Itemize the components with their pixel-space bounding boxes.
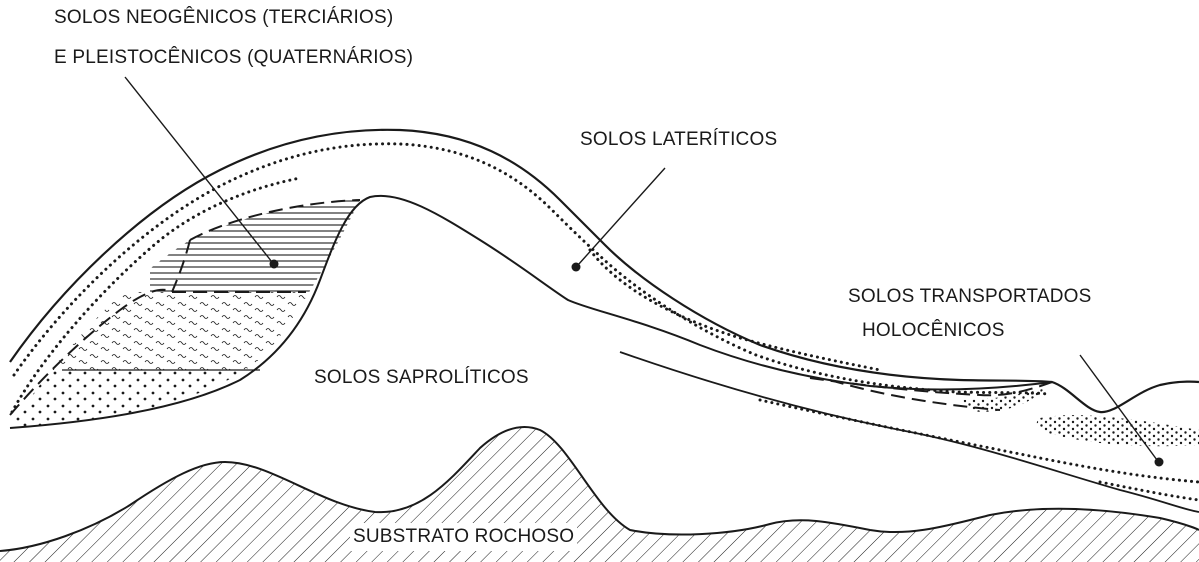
left-outer-base-dots — [10, 176, 302, 414]
label-bedrock: SUBSTRATO ROCHOSO — [350, 523, 578, 551]
bedrock-fill — [0, 426, 1199, 562]
outer-surface-line — [9, 128, 1199, 414]
lens-dotted-zone — [10, 370, 330, 428]
label-lateritic: SOLOS LATERÍTICOS — [580, 129, 778, 150]
label-transported-line2: HOLOCÊNICOS — [862, 320, 1005, 341]
transported-base-line — [619, 351, 1199, 513]
bedrock-boundary — [0, 425, 1199, 552]
leader-dot-transported — [1154, 457, 1164, 467]
transported-lenses — [619, 351, 1199, 513]
neogenic-lens — [9, 199, 361, 428]
left-outer-base-dots-2 — [588, 248, 882, 372]
label-transported-line1: SOLOS TRANSPORTADOS — [848, 286, 1092, 307]
lens-dashed-inner — [171, 239, 191, 293]
transported-dots-lens — [960, 388, 1045, 412]
leader-lateritic — [577, 167, 666, 266]
transported-dashed-1 — [809, 377, 1053, 397]
label-saprolitic: SOLOS SAPROLÍTICOS — [314, 367, 529, 388]
transported-dots-lens-2 — [1036, 415, 1199, 447]
label-neogenic-line2: E PLEISTOCÊNICOS (QUATERNÁRIOS) — [54, 47, 414, 68]
lens-dashed-top — [189, 199, 361, 241]
leader-dot-lateritic — [571, 262, 581, 272]
outer-surface-dots — [12, 142, 1050, 396]
lens-wavy-zone — [10, 292, 330, 370]
transported-dotted-line-2 — [1098, 480, 1199, 502]
leader-lines — [124, 76, 1164, 467]
ground-surface — [9, 128, 1199, 414]
label-neogenic-line1: SOLOS NEOGÊNICOS (TERCIÁRIOS) — [54, 7, 394, 28]
bedrock-layer — [0, 425, 1199, 562]
leader-dot-neogenic — [269, 259, 279, 269]
leader-transported — [1079, 354, 1158, 461]
leader-neogenic — [124, 76, 273, 263]
transported-dotted-line — [758, 398, 1199, 484]
lens-dashed-outer — [9, 288, 173, 416]
